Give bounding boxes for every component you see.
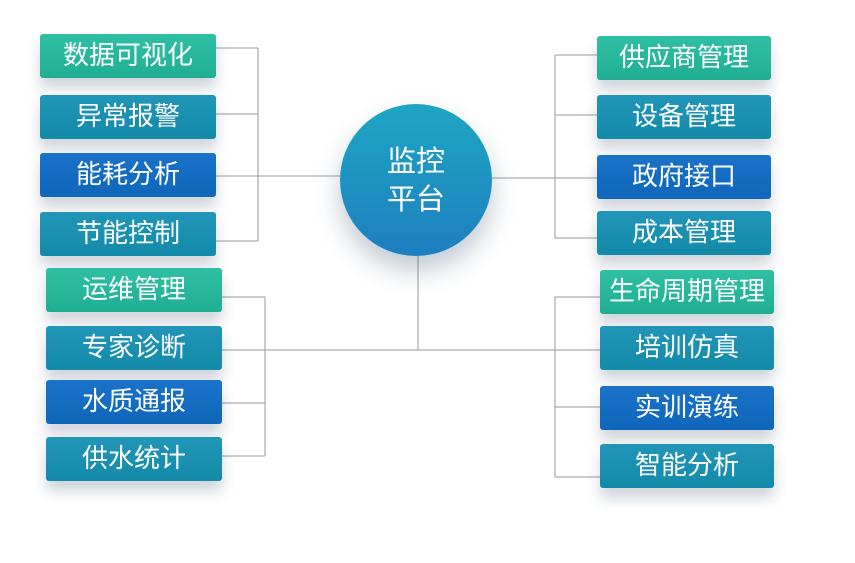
node-lifecycle-management[interactable]: 生命周期管理 <box>600 270 774 314</box>
node-expert-diagnosis[interactable]: 专家诊断 <box>46 326 222 370</box>
node-equipment-management[interactable]: 设备管理 <box>597 95 771 139</box>
node-supplier-management[interactable]: 供应商管理 <box>597 36 771 80</box>
node-water-quality-report[interactable]: 水质通报 <box>46 380 222 424</box>
center-hub: 监控 平台 <box>340 104 492 256</box>
node-energy-analysis[interactable]: 能耗分析 <box>40 153 216 197</box>
node-intelligent-analysis[interactable]: 智能分析 <box>600 444 774 488</box>
node-water-supply-stats[interactable]: 供水统计 <box>46 437 222 481</box>
node-anomaly-alarm[interactable]: 异常报警 <box>40 95 216 139</box>
node-cost-management[interactable]: 成本管理 <box>597 211 771 255</box>
node-government-interface[interactable]: 政府接口 <box>597 155 771 199</box>
node-training-simulation[interactable]: 培训仿真 <box>600 326 774 370</box>
node-practical-drill[interactable]: 实训演练 <box>600 386 774 430</box>
node-energy-control[interactable]: 节能控制 <box>40 212 216 256</box>
node-operations-management[interactable]: 运维管理 <box>46 268 222 312</box>
node-data-visualization[interactable]: 数据可视化 <box>40 34 216 78</box>
center-label-line2: 平台 <box>386 182 445 216</box>
center-label-line1: 监控 <box>386 144 445 178</box>
